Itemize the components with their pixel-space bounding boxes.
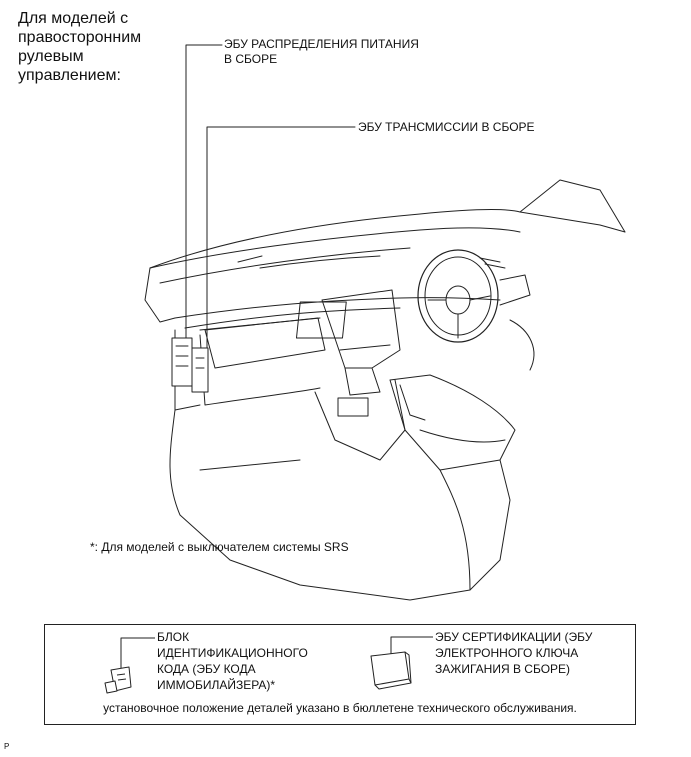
legend-box: БЛОК ИДЕНТИФИКАЦИОННОГО КОДА (ЭБУ КОДА И… xyxy=(44,624,636,725)
center-stack xyxy=(321,289,401,369)
leader-power-ecu xyxy=(185,44,223,341)
leader-immobilizer xyxy=(120,637,155,670)
dash-outline xyxy=(149,209,626,269)
certification-label: ЭБУ СЕРТИФИКАЦИИ (ЭБУ ЭЛЕКТРОННОГО КЛЮЧА… xyxy=(435,630,593,676)
steering-wheel xyxy=(417,249,499,343)
glovebox xyxy=(204,317,326,369)
transmission-ecu-label: ЭБУ ТРАНСМИССИИ В СБОРЕ xyxy=(358,120,535,134)
certification-ecu-icon xyxy=(370,651,412,690)
transmission-ecu-module xyxy=(191,347,209,393)
leader-certification xyxy=(390,636,433,655)
srs-footnote: *: Для моделей с выключателем системы SR… xyxy=(90,540,349,554)
corner-mark: P xyxy=(4,742,10,751)
center-display xyxy=(295,301,347,339)
legend-footer: установочное положение деталей указано в… xyxy=(103,701,577,715)
legend-icons xyxy=(104,636,433,694)
immobilizer-label: БЛОК ИДЕНТИФИКАЦИОННОГО КОДА (ЭБУ КОДА И… xyxy=(157,630,308,692)
console-armrest xyxy=(389,374,516,471)
power-ecu-label: ЭБУ РАСПРЕДЕЛЕНИЯ ПИТАНИЯ В СБОРЕ xyxy=(224,37,419,66)
immobilizer-ecu-icon xyxy=(104,666,132,694)
page-heading: Для моделей с правосторонним рулевым упр… xyxy=(18,10,142,84)
leader-transmission-ecu xyxy=(206,126,356,351)
power-ecu-module xyxy=(171,337,193,387)
